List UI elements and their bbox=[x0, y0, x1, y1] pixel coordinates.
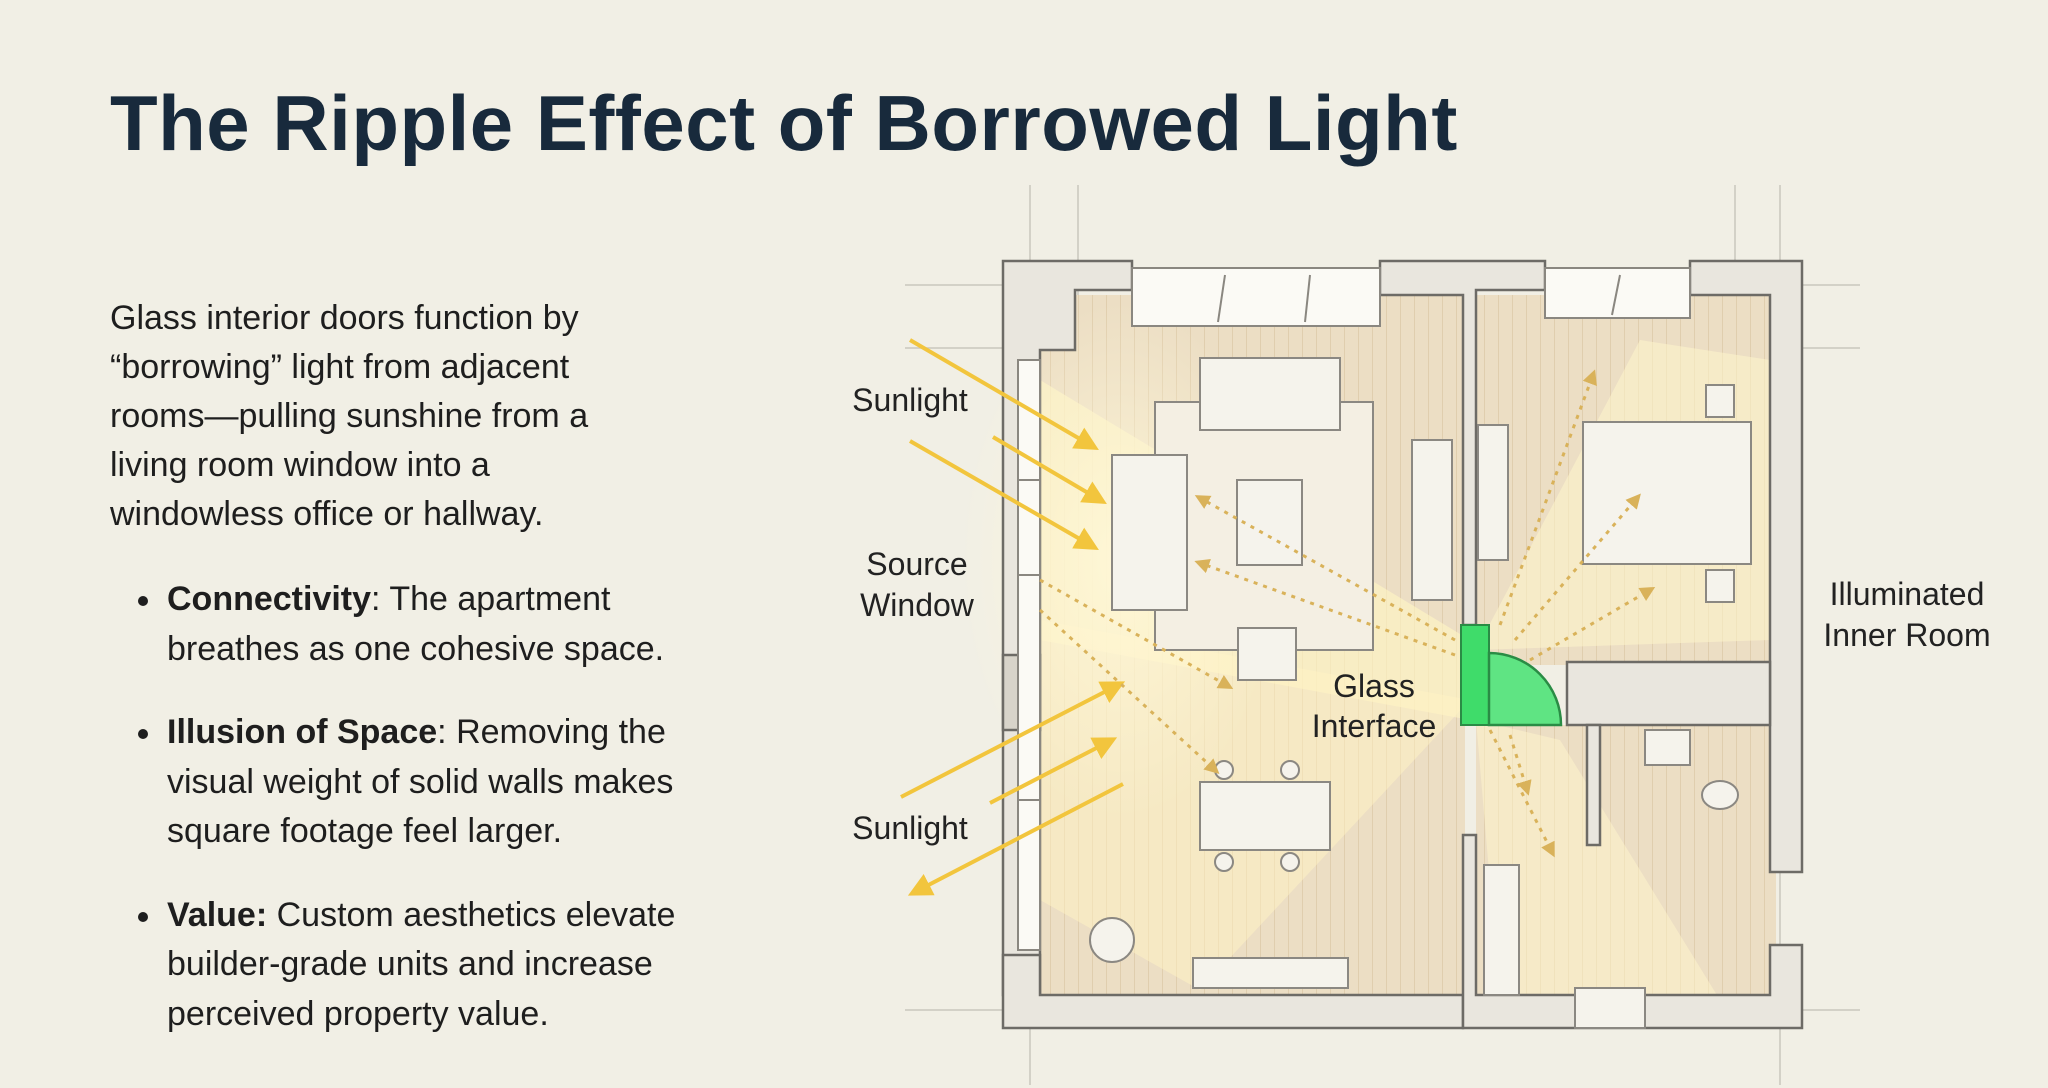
benefits-list: Connectivity: The apartment breathes as … bbox=[110, 575, 750, 1073]
label-source-window-line1: Source bbox=[866, 546, 968, 582]
sectional bbox=[1111, 454, 1188, 611]
toilet bbox=[1701, 780, 1739, 810]
media-bench bbox=[1192, 957, 1349, 989]
intro-paragraph: Glass interior doors function by “borrow… bbox=[110, 299, 589, 533]
bullet-sep: : bbox=[437, 713, 447, 751]
bullet-term: Connectivity bbox=[167, 580, 372, 618]
wardrobe bbox=[1477, 424, 1509, 561]
sunlight-arrow bbox=[909, 439, 1099, 550]
page-title: The Ripple Effect of Borrowed Light bbox=[110, 79, 1458, 167]
bullet-text: The apartment breathes as one cohesive s… bbox=[167, 580, 665, 668]
tv-console bbox=[1411, 439, 1453, 601]
bath-sink bbox=[1644, 729, 1691, 766]
lounge-chair bbox=[1089, 917, 1135, 963]
sunlight-arrow bbox=[989, 737, 1118, 805]
bullet-connectivity: Connectivity: The apartment breathes as … bbox=[110, 575, 750, 674]
bullet-value: Value: Custom aesthetics elevate builder… bbox=[110, 891, 750, 1040]
top-window bbox=[1131, 267, 1381, 327]
diffused-light-arrows bbox=[1038, 369, 1656, 858]
bullet-illusion-of-space: Illusion of Space: Removing the visual w… bbox=[110, 708, 750, 857]
sunlight-arrow bbox=[900, 681, 1126, 799]
sunlight-arrow bbox=[907, 782, 1124, 896]
bed bbox=[1582, 421, 1752, 565]
sunlight-arrows bbox=[900, 338, 1126, 896]
sunlight-arrow bbox=[908, 338, 1099, 451]
label-inner-room-line1: Illuminated bbox=[1829, 576, 1985, 612]
bullet-term: Illusion of Space bbox=[167, 713, 438, 751]
label-sunlight-top: Sunlight bbox=[852, 382, 968, 418]
inner-window bbox=[1544, 267, 1691, 319]
coffee-table bbox=[1236, 479, 1303, 566]
label-source-window-line2: Window bbox=[860, 587, 974, 623]
bullet-text: Removing the visual weight of solid wall… bbox=[167, 713, 674, 850]
glass-door bbox=[1460, 624, 1563, 727]
furniture bbox=[1089, 357, 1752, 1029]
closet bbox=[1483, 864, 1520, 996]
entry-mat bbox=[1574, 987, 1646, 1029]
label-inner-room-line2: Inner Room bbox=[1823, 617, 1991, 653]
bullet-text: Custom aesthetics elevate builder-grade … bbox=[167, 895, 676, 1033]
bullet-term: Value: bbox=[167, 895, 268, 934]
bullet-sep: : bbox=[371, 580, 381, 618]
dining-table bbox=[1199, 781, 1331, 851]
label-glass-interface-line2: Interface bbox=[1311, 708, 1437, 744]
label-sunlight-bottom: Sunlight bbox=[852, 810, 968, 846]
sunlight-arrow bbox=[991, 435, 1107, 505]
label-glass-interface-line1: Glass bbox=[1333, 668, 1415, 704]
sofa bbox=[1199, 357, 1341, 431]
source-window bbox=[1017, 359, 1041, 951]
armchair bbox=[1237, 627, 1297, 681]
